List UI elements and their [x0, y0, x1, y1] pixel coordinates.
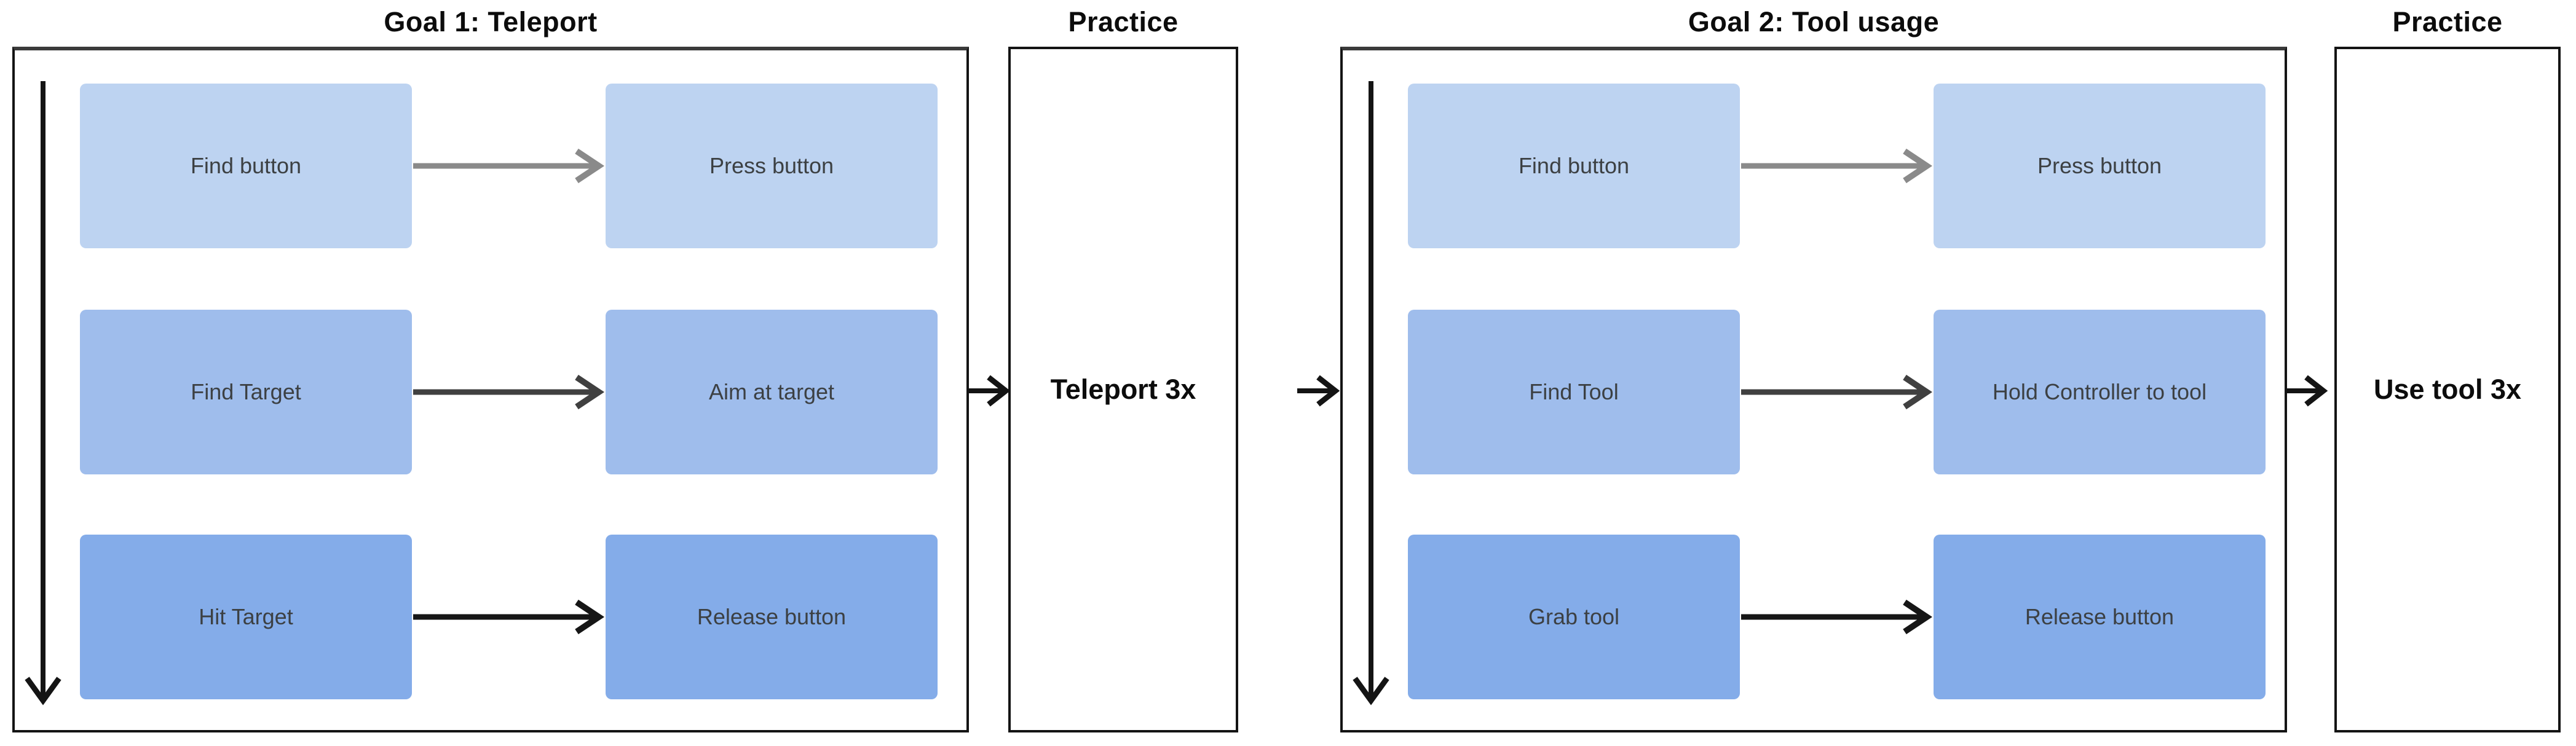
goal-2-title: Goal 2: Tool usage [1688, 6, 1940, 37]
practice-2-group: Practice Use tool 3x [2334, 0, 2561, 746]
arrow-right-icon [1741, 148, 1933, 184]
practice-1-group: Practice Teleport 3x [1008, 0, 1238, 746]
arrow-right-icon [413, 599, 605, 635]
step-box: Find Tool [1408, 310, 1740, 474]
step-box: Find button [80, 84, 412, 248]
step-box: Release button [606, 535, 938, 699]
practice-1-frame: Teleport 3x [1008, 47, 1238, 732]
arrow-right-icon [2285, 375, 2328, 407]
goal-1-title: Goal 1: Teleport [384, 6, 598, 37]
arrow-right-icon [413, 148, 605, 184]
arrow-down-icon [1353, 81, 1389, 705]
step-box: Hit Target [80, 535, 412, 699]
practice-2-label: Use tool 3x [2373, 374, 2522, 405]
step-box: Release button [1934, 535, 2266, 699]
step-box: Press button [1934, 84, 2266, 248]
goal-2-group: Goal 2: Tool usage Find button Press but… [1340, 0, 2287, 746]
step-box: Aim at target [606, 310, 938, 474]
step-box: Press button [606, 84, 938, 248]
arrow-right-icon [1741, 599, 1933, 635]
arrow-right-icon [968, 375, 1011, 407]
goal-1-group: Goal 1: Teleport Find button Press butto… [12, 0, 969, 746]
step-box: Find button [1408, 84, 1740, 248]
goal-2-frame: Find button Press button Find Tool Hold … [1340, 47, 2287, 732]
arrow-right-icon [1741, 374, 1933, 410]
goal-1-frame: Find button Press button Find Target Aim… [12, 47, 969, 732]
step-box: Grab tool [1408, 535, 1740, 699]
step-box: Find Target [80, 310, 412, 474]
arrow-right-icon [1297, 375, 1340, 407]
step-box: Hold Controller to tool [1934, 310, 2266, 474]
practice-1-title: Practice [1068, 6, 1179, 37]
practice-2-title: Practice [2392, 6, 2503, 37]
practice-2-frame: Use tool 3x [2334, 47, 2561, 732]
arrow-down-icon [25, 81, 61, 705]
arrow-right-icon [413, 374, 605, 410]
practice-1-label: Teleport 3x [1050, 374, 1196, 405]
